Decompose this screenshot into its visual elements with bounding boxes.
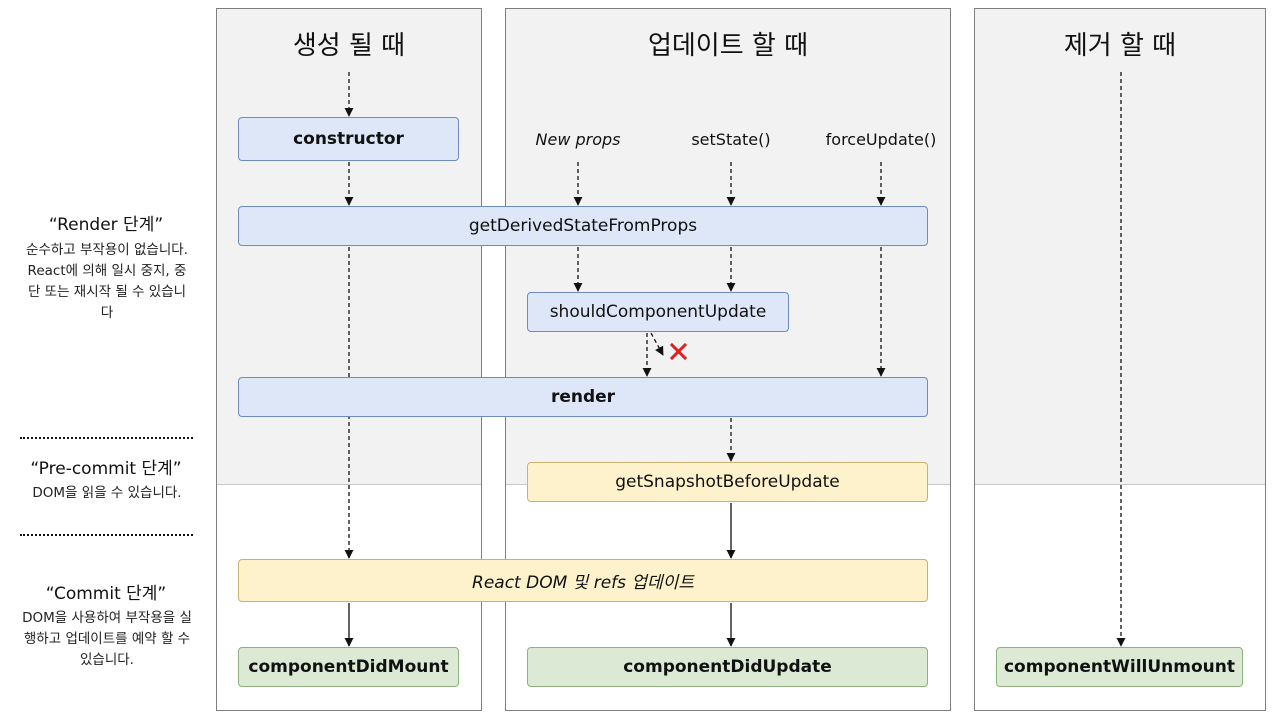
get-derived-state-from-props-box: getDerivedStateFromProps [238, 206, 928, 246]
commit-phase-title: “Commit 단계” [45, 584, 167, 604]
commit-phase-description: DOM을 사용하여 부작용을 실행하고 업데이트를 예약 할 수 있습니다. [22, 610, 192, 668]
update-column-title: 업데이트 할 때 [647, 31, 809, 61]
render-phase-title: “Render 단계” [48, 215, 164, 235]
set-state-label: setState() [691, 130, 771, 149]
render-box: render [238, 377, 928, 417]
force-update-label: forceUpdate() [825, 130, 937, 149]
react-dom-update-box: React DOM 및 refs 업데이트 [238, 559, 928, 602]
get-snapshot-before-update-box: getSnapshotBeforeUpdate [527, 462, 928, 502]
phase-separator [20, 534, 193, 536]
component-will-unmount-box: componentWillUnmount [996, 647, 1243, 687]
should-component-update-box: shouldComponentUpdate [527, 292, 789, 332]
unmount-column-title: 제거 할 때 [1063, 31, 1177, 61]
precommit-phase-title: “Pre-commit 단계” [30, 459, 182, 479]
arrow-scu-cancel [650, 332, 664, 356]
constructor-box: constructor [238, 117, 459, 161]
phase-separator [20, 437, 193, 439]
new-props-label: New props [535, 130, 621, 149]
component-did-mount-box: componentDidMount [238, 647, 459, 687]
precommit-phase-description: DOM을 읽을 수 있습니다. [32, 485, 182, 501]
unmount-column: 제거 할 때 [974, 8, 1266, 711]
phase-divider [975, 484, 1265, 485]
phase-divider [217, 484, 481, 485]
render-phase-description: 순수하고 부작용이 없습니다. React에 의해 일시 중지, 중단 또는 재… [26, 242, 188, 321]
mount-column-title: 생성 될 때 [292, 31, 406, 61]
component-did-update-box: componentDidUpdate [527, 647, 928, 687]
cross-mark-icon [669, 342, 688, 361]
